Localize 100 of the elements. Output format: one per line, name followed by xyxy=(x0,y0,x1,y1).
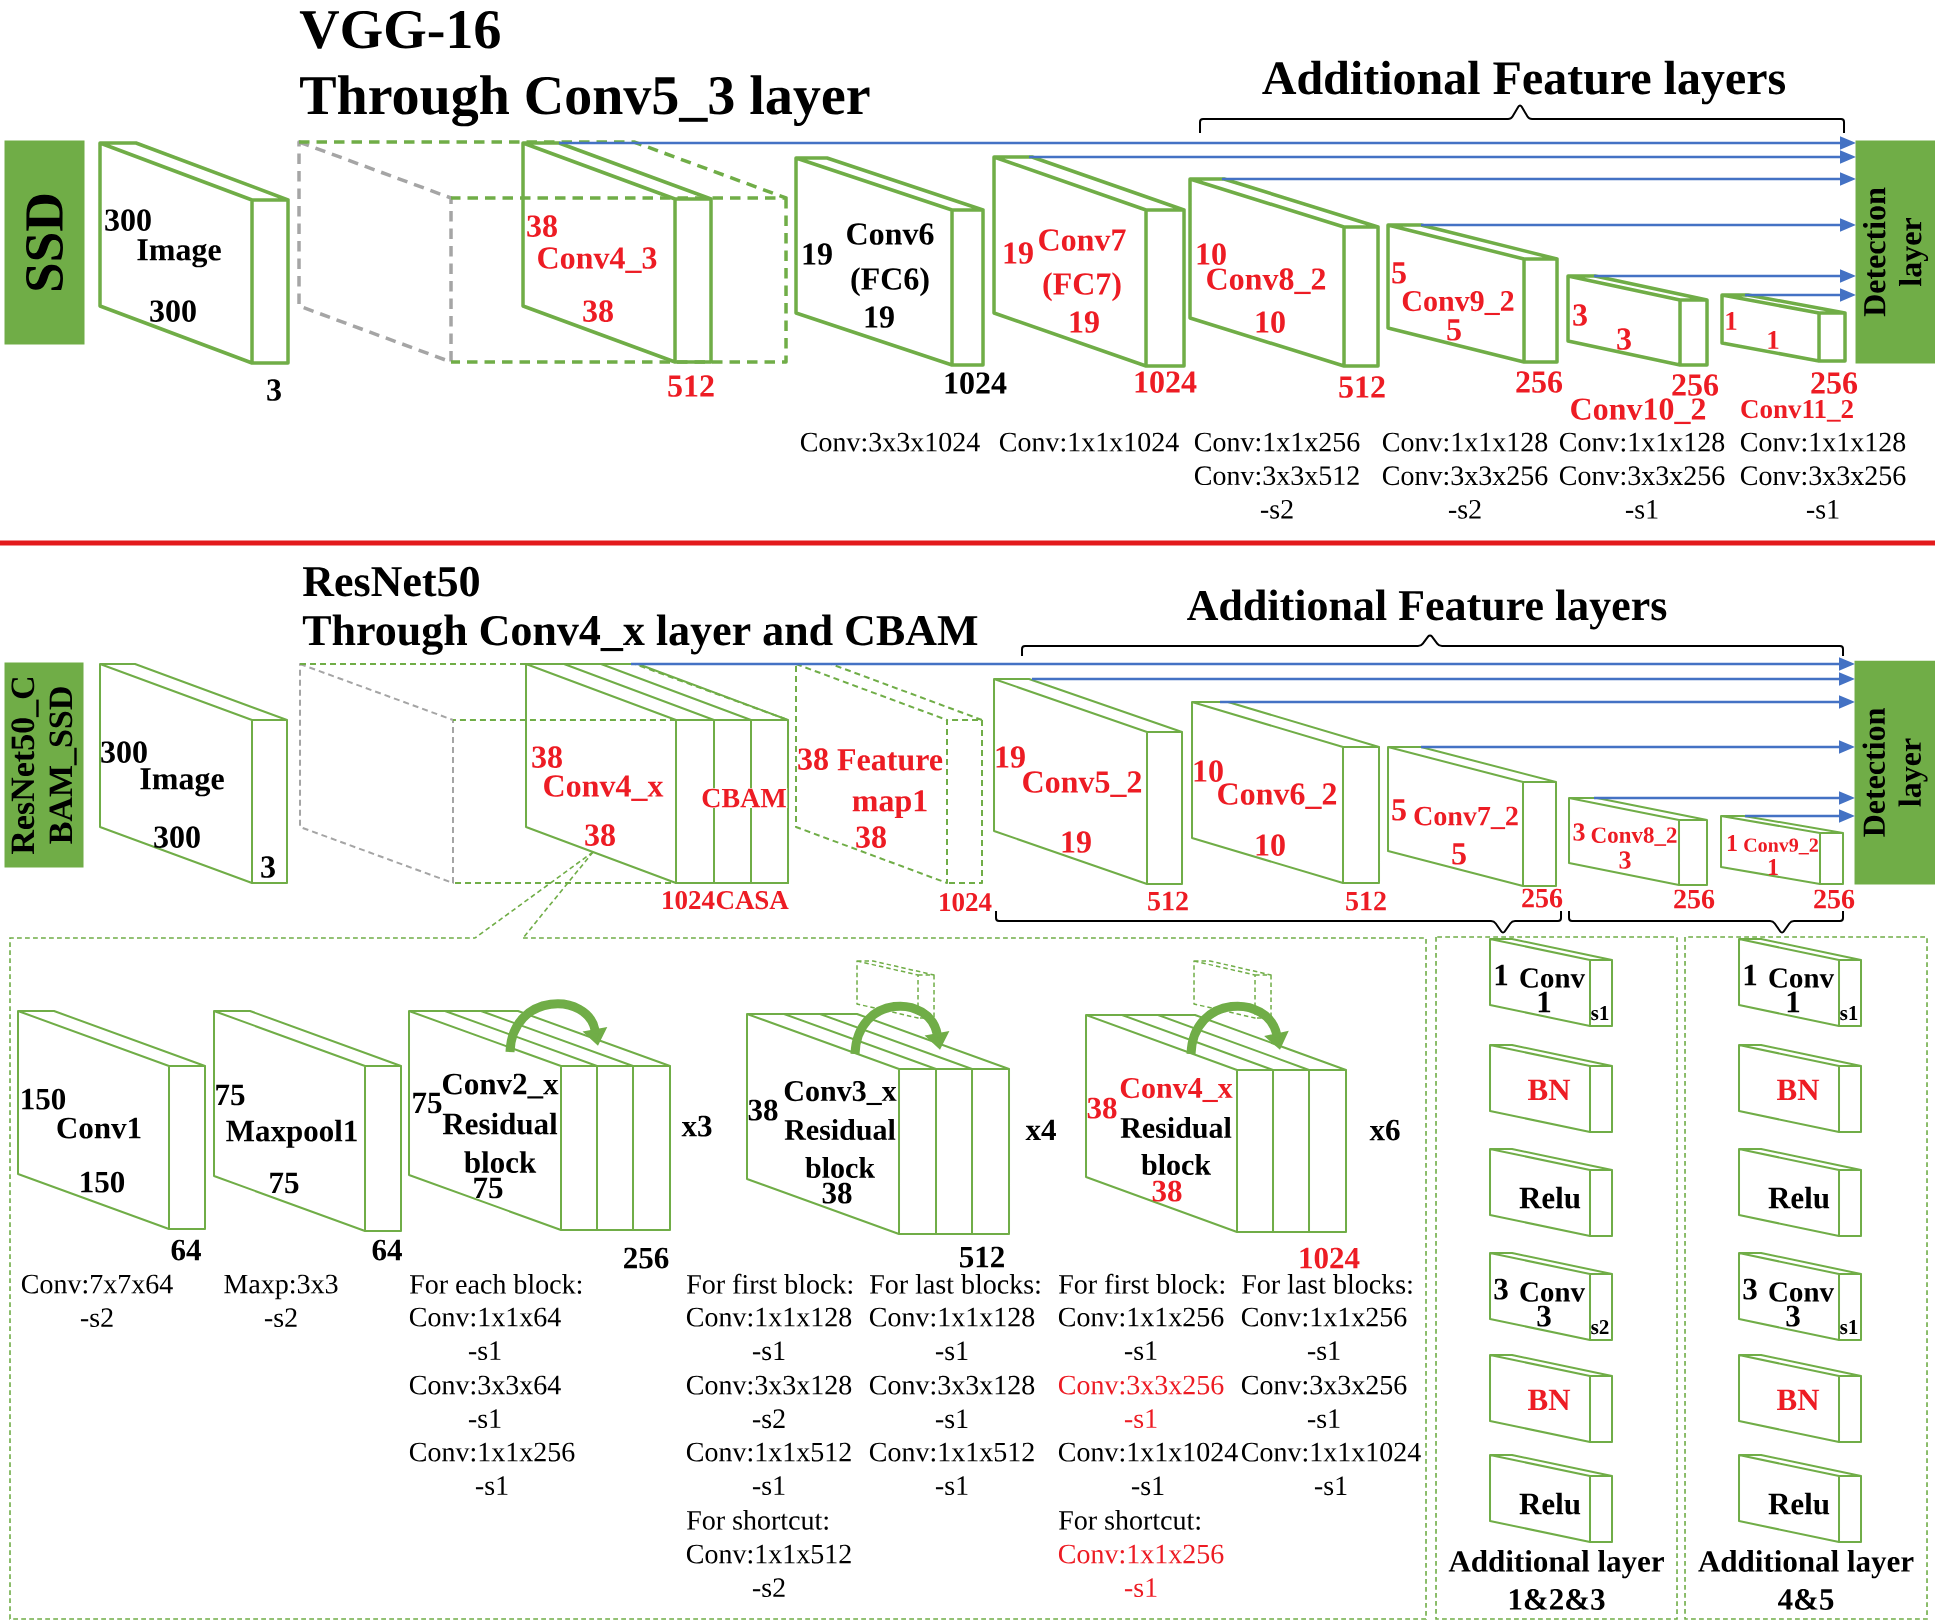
channel-label: 1024 xyxy=(1135,371,1197,393)
layer-name: Conv7 (FC7) xyxy=(1039,229,1126,302)
dimension-label: 10 xyxy=(1197,243,1226,265)
spec-text: Conv:3x3x128 -s2 xyxy=(686,1375,852,1429)
dimension-label: 3 xyxy=(1743,1278,1757,1300)
dimension-label: 3 xyxy=(1786,1305,1800,1327)
spec-text: Conv:1x1x128 Conv:3x3x256 -s2 xyxy=(1382,432,1548,519)
layer-name: BN xyxy=(1528,1389,1571,1411)
spec-text: Conv:1x1x256 -s1 xyxy=(1058,1307,1224,1361)
channel-label: 256 xyxy=(1672,374,1719,396)
dimension-label: 38 xyxy=(532,746,562,768)
dimension-label: 1 xyxy=(1768,331,1779,349)
channel-label: 64 xyxy=(372,1239,402,1261)
connector-line xyxy=(522,851,594,939)
dimension-label: 150 xyxy=(81,1171,125,1193)
dimension-label: 5 xyxy=(1392,262,1406,284)
stride-label: s1 xyxy=(1591,1006,1609,1021)
channel-label: 256 xyxy=(624,1247,669,1269)
dimension-label: 150 xyxy=(22,1088,66,1110)
spec-text: Conv:3x3x128 -s1 xyxy=(869,1375,1035,1429)
spec-text: Conv:1x1x128 Conv:3x3x256 -s1 xyxy=(1559,432,1725,519)
layer-name: Conv xyxy=(1769,1282,1835,1302)
dimension-label: 75 xyxy=(474,1177,503,1199)
spec-text: Conv:7x7x64 -s2 xyxy=(21,1274,173,1328)
dimension-label: 75 xyxy=(216,1084,245,1106)
bracket-label: Additional Feature layers xyxy=(1262,60,1786,105)
layer-name: Relu xyxy=(1768,1492,1830,1515)
dimension-label: 19 xyxy=(865,306,894,328)
dimension-label: 5 xyxy=(1392,799,1406,821)
dimension-label: 38 xyxy=(856,826,886,848)
layer-name: Conv8_2 xyxy=(1207,268,1326,295)
spec-text: Conv:1x1x64 -s1 xyxy=(409,1307,561,1361)
stride-label: s2 xyxy=(1591,1320,1609,1335)
channel-label: 1024 xyxy=(663,891,715,910)
channel-label: 512 xyxy=(960,1246,1004,1268)
dimension-label: 1 xyxy=(1726,312,1737,330)
channel-label: 512 xyxy=(1346,891,1386,911)
channel-label: 256 xyxy=(1811,372,1858,394)
channel-label: 512 xyxy=(1148,891,1188,911)
channel-label: 3 xyxy=(267,379,281,401)
dimension-label: 10 xyxy=(1194,760,1223,782)
layer-name: Feature map1 xyxy=(837,749,943,819)
spec-text: Conv:1x1x512 -s2 xyxy=(686,1544,851,1598)
layer-name: Conv10_2 xyxy=(1571,398,1706,425)
spec-heading: For last blocks: xyxy=(870,1274,1040,1294)
channel-label: 64 xyxy=(171,1239,201,1261)
dimension-label: 300 xyxy=(154,826,200,848)
layer-name: Conv11_2 xyxy=(1741,400,1853,422)
dimension-label: 1 xyxy=(1787,991,1800,1013)
dimension-label: 10 xyxy=(1256,311,1285,333)
spec-text: Conv:1x1x1024 -s1 xyxy=(1241,1442,1421,1496)
channel-label: 1024 xyxy=(945,372,1007,394)
dimension-label: 75 xyxy=(413,1092,442,1114)
dimension-label: 19 xyxy=(803,243,832,265)
dimension-label: 38 xyxy=(748,1099,778,1121)
layer-name: Conv4_3 xyxy=(538,247,657,273)
layer-name: Residual block xyxy=(1120,1117,1232,1176)
dimension-label: 3 xyxy=(1494,1278,1508,1300)
spec-text: Conv:1x1x1024 -s1 xyxy=(1058,1442,1238,1496)
layer-name: Conv8_2 xyxy=(1591,827,1677,846)
layer-name: Residual block xyxy=(442,1112,558,1173)
dimension-label: 300 xyxy=(105,209,151,231)
spec-text: Conv:1x1x512 -s1 xyxy=(686,1442,851,1496)
repeat-label: x6 xyxy=(1369,1119,1400,1141)
layer-name: Conv6_2 xyxy=(1218,783,1337,809)
dimension-label: 3 xyxy=(1617,328,1631,350)
dimension-label: 38 xyxy=(1152,1180,1182,1202)
dimension-label: 38 xyxy=(585,824,615,846)
dimension-label: 19 xyxy=(1070,311,1099,333)
layer-name: Conv1 xyxy=(57,1117,141,1139)
label-box: Detection layer xyxy=(1855,140,1935,364)
repeat-label: x3 xyxy=(681,1115,712,1137)
dashed-cuboid xyxy=(297,140,788,364)
spec-heading: For last blocks: xyxy=(1242,1274,1412,1294)
dimension-label: 10 xyxy=(1256,834,1285,856)
channel-label: 256 xyxy=(1674,889,1715,909)
dashed-panel xyxy=(9,937,1427,1620)
spec-text: Conv:1x1x512 -s1 xyxy=(869,1442,1034,1496)
channel-label: 3 xyxy=(261,856,275,878)
spec-text: Maxp:3x3 -s2 xyxy=(224,1274,338,1328)
label-box: SSD xyxy=(4,140,85,345)
dimension-label: 75 xyxy=(270,1172,299,1194)
bracket-label: Additional Feature layers xyxy=(1187,589,1667,630)
dimension-label: 5 xyxy=(1447,319,1461,341)
dimension-label: 19 xyxy=(1062,831,1091,853)
dimension-label: 1 xyxy=(1768,859,1778,875)
dimension-label: 1 xyxy=(1538,991,1551,1013)
spec-text: Conv:1x1x128 Conv:3x3x256 -s1 xyxy=(1740,432,1906,519)
layer-name: Conv9_2 xyxy=(1744,838,1818,855)
spec-heading: For first block: xyxy=(687,1273,852,1294)
layer-name: Relu xyxy=(1519,1492,1581,1515)
layer-name: Maxpool1 xyxy=(226,1119,357,1148)
section-title: VGG-16 xyxy=(299,10,500,49)
module-label: CA xyxy=(716,891,755,910)
spec-text: Conv:1x1x256 -s1 xyxy=(1058,1544,1224,1598)
layer-name: Conv2_x xyxy=(442,1073,559,1099)
layer-name: Conv4_x xyxy=(544,775,664,801)
dimension-label: 3 xyxy=(1537,1305,1551,1327)
spec-text: Conv:1x1x1024 xyxy=(999,432,1179,452)
module-label: CBAM xyxy=(700,788,788,808)
